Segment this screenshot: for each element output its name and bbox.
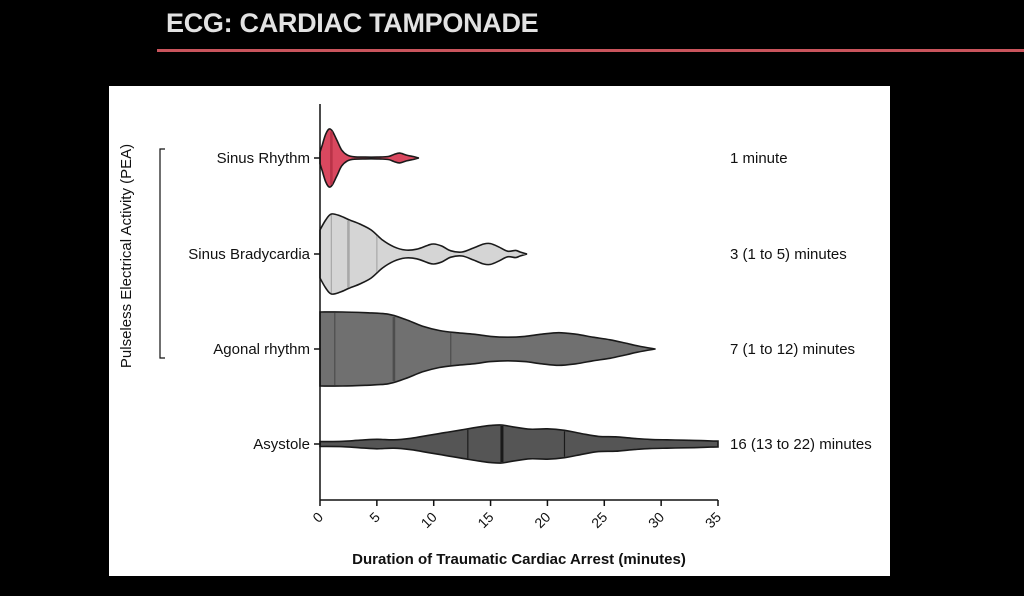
y-axis-title: Pulseless Electrical Activity (PEA) [118, 144, 135, 368]
category-label: Asystole [253, 436, 310, 453]
x-tick-label: 5 [366, 509, 383, 526]
x-tick-label: 20 [531, 509, 553, 531]
x-tick-label: 35 [702, 509, 724, 531]
x-tick-label: 0 [309, 509, 326, 526]
x-ticks: 0 5 10 15 20 25 30 35 [309, 500, 724, 531]
summary-label: 3 (1 to 5) minutes [730, 246, 847, 263]
violin-sinus-bradycardia [319, 213, 528, 295]
x-tick-label: 25 [588, 509, 610, 531]
summary-label: 16 (13 to 22) minutes [730, 436, 872, 453]
violin-agonal-rhythm [319, 311, 656, 387]
summary-label: 7 (1 to 12) minutes [730, 341, 855, 358]
category-label: Sinus Rhythm [217, 150, 310, 167]
axes-layer [314, 104, 718, 501]
title-divider [157, 49, 1024, 52]
violin-body-sinus-bradycardia [319, 213, 528, 295]
violins-layer [319, 128, 719, 464]
x-tick-label: 15 [474, 509, 496, 531]
x-tick-label: 30 [645, 509, 667, 531]
category-label: Agonal rhythm [213, 341, 310, 358]
violin-body-sinus-rhythm [319, 128, 420, 188]
violin-body-asystole [319, 424, 719, 464]
violin-sinus-rhythm [319, 128, 420, 188]
bracket-line [159, 148, 165, 359]
x-axis-title: Duration of Traumatic Cardiac Arrest (mi… [352, 551, 686, 568]
summary-labels: 1 minute 3 (1 to 5) minutes 7 (1 to 12) mi… [730, 150, 872, 453]
slide-title: ECG: CARDIAC TAMPONADE [166, 8, 539, 38]
category-label: Sinus Bradycardia [188, 246, 310, 263]
summary-label: 1 minute [730, 150, 788, 167]
pea-bracket [159, 148, 165, 359]
violin-body-agonal-rhythm [319, 311, 656, 387]
violin-asystole [319, 424, 719, 464]
x-tick-label: 10 [418, 509, 440, 531]
